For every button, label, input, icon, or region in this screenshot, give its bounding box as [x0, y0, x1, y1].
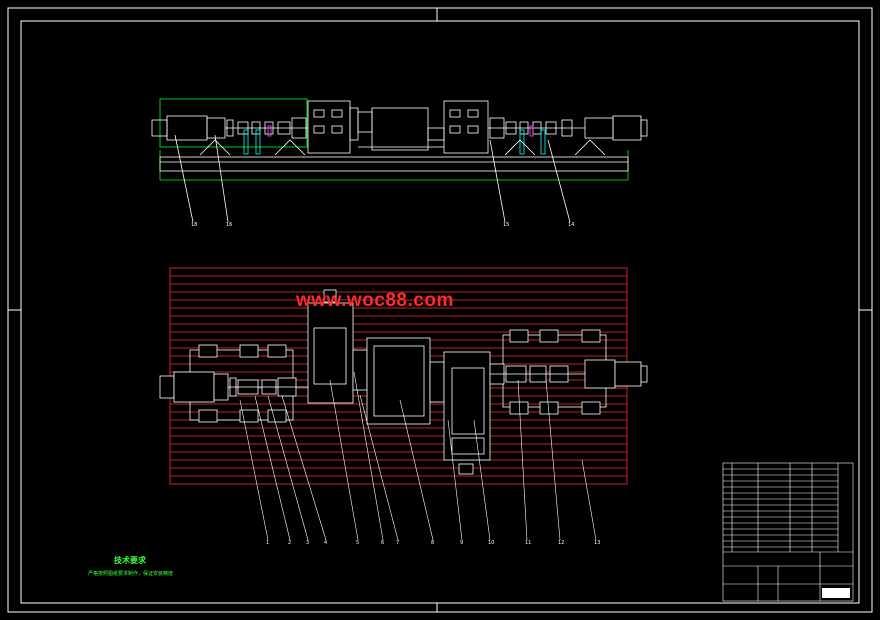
leader-label-bottom: 6: [381, 540, 384, 546]
leader-label-bottom: 11: [525, 540, 531, 546]
leader-label-top: 18: [191, 222, 197, 228]
leader-label-top: 14: [568, 222, 574, 228]
tech-requirements-note: 严格按照图纸要求制作，保证安装精度: [88, 571, 174, 577]
inner-frame: [20, 20, 860, 604]
elevation-view: [151, 98, 648, 223]
title-block: [722, 462, 854, 602]
watermark-text: www.woc88.com: [296, 290, 454, 311]
leader-label-bottom: 2: [288, 540, 291, 546]
center-unit: [371, 107, 429, 151]
centering-marks: [8, 8, 872, 612]
leader-label-bottom: 7: [396, 540, 399, 546]
tech-requirements-title: 技术要求: [114, 556, 146, 565]
leader-label-bottom: 5: [356, 540, 359, 546]
leader-label-bottom: 13: [594, 540, 600, 546]
leader-label-bottom: 4: [324, 540, 327, 546]
left-motor: [151, 119, 168, 137]
dimension-box: [159, 98, 308, 148]
right-motor: [584, 117, 614, 139]
leader-label-bottom: 3: [306, 540, 309, 546]
left-motor-plan: [159, 375, 175, 399]
base-beam: [159, 156, 629, 172]
leader-label-bottom: 1: [266, 540, 269, 546]
plan-view: [159, 289, 648, 475]
leader-label-top: 16: [226, 222, 232, 228]
right-motor-plan: [584, 359, 616, 389]
left-couplings: [225, 117, 308, 155]
leader-label-bottom: 9: [460, 540, 463, 546]
leader-label-top: 15: [503, 222, 509, 228]
leader-label-bottom: 10: [488, 540, 494, 546]
right-couplings: [488, 117, 585, 155]
leader-label-bottom: 12: [558, 540, 564, 546]
leader-label-bottom: 8: [431, 540, 434, 546]
right-gearbox: [443, 100, 489, 154]
plan-leaders: [239, 371, 597, 541]
